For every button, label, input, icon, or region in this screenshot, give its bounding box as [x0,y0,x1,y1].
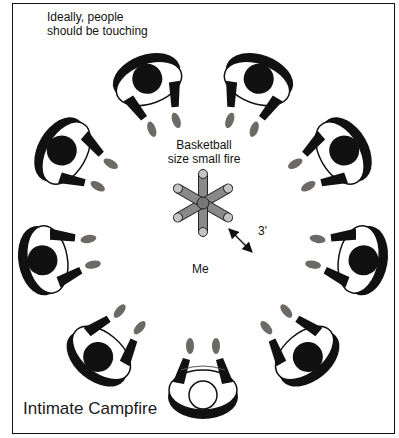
person-figures [13,44,394,398]
figure-border [13,4,395,434]
distance-arrow [229,229,252,252]
fire-label: Basketball size small fire [163,138,245,166]
dimension-label: 3' [257,224,268,238]
me-figure [168,338,238,419]
fire-logs [172,170,235,237]
figure-caption: Intimate Campfire [22,399,158,419]
note-text: Ideally, people should be touching [46,10,163,38]
person-label: Me [191,262,210,276]
